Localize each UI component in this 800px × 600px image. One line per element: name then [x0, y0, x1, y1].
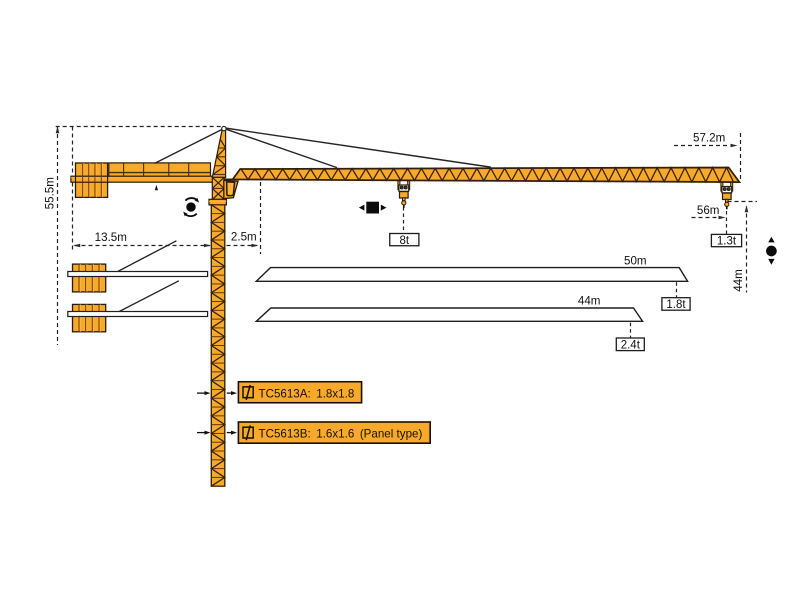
- svg-text:44m: 44m: [578, 295, 601, 308]
- svg-text:TC5613B: 1.6x1.6 (Panel type: TC5613B: 1.6x1.6 (Panel type): [259, 428, 423, 441]
- svg-text:55.5m: 55.5m: [43, 177, 56, 209]
- svg-text:13.5m: 13.5m: [95, 231, 127, 244]
- svg-text:44m: 44m: [732, 269, 745, 292]
- svg-text:8t: 8t: [400, 235, 410, 247]
- svg-text:TC5613A: 1.8x1.8: TC5613A: 1.8x1.8: [259, 387, 355, 400]
- svg-text:2.4t: 2.4t: [621, 340, 641, 352]
- svg-text:2.5m: 2.5m: [231, 230, 257, 243]
- svg-text:50m: 50m: [624, 254, 647, 267]
- svg-text:1.3t: 1.3t: [717, 236, 737, 248]
- svg-text:57.2m: 57.2m: [693, 132, 725, 145]
- svg-text:56m: 56m: [697, 204, 720, 217]
- svg-text:1.8t: 1.8t: [666, 299, 686, 311]
